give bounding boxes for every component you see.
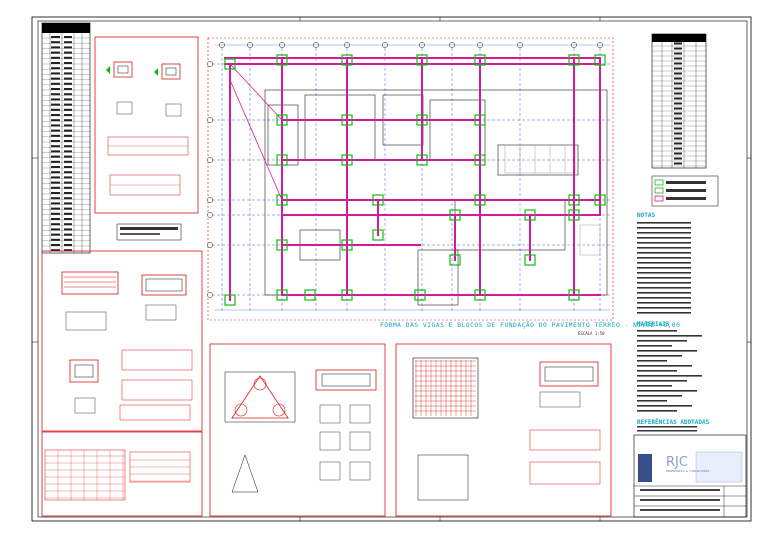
company-logo-text: RJC: [666, 455, 688, 470]
legend-box-right: [651, 175, 719, 207]
pile-cap-detail-box: [209, 343, 386, 517]
title-block: [633, 434, 747, 518]
footing-detail-box: [395, 343, 612, 517]
plan-scale: ESCALA 1:50: [578, 331, 605, 336]
sheet-border: [31, 16, 752, 522]
bottom-left-tables: [41, 431, 203, 517]
steel-schedule-table-left: [41, 22, 91, 254]
notes-text-block: [637, 222, 702, 432]
references-heading: REFERÊNCIAS ADOTADAS: [637, 419, 710, 426]
materials-heading: MATERIAIS: [637, 321, 670, 328]
column-detail-box: [94, 36, 199, 214]
steel-schedule-table-right: [651, 33, 707, 169]
plan-title: FORMA DAS VIGAS E BLOCOS DE FUNDAÇÃO DO …: [380, 322, 681, 329]
legend-box-small: [116, 223, 182, 241]
company-logo-subtext: ENGENHARIA & CONSULTORIA: [666, 469, 710, 473]
foundation-floor-plan: [207, 37, 614, 321]
notes-heading: NOTAS: [637, 212, 656, 219]
beam-detail-box-left: [41, 250, 203, 432]
